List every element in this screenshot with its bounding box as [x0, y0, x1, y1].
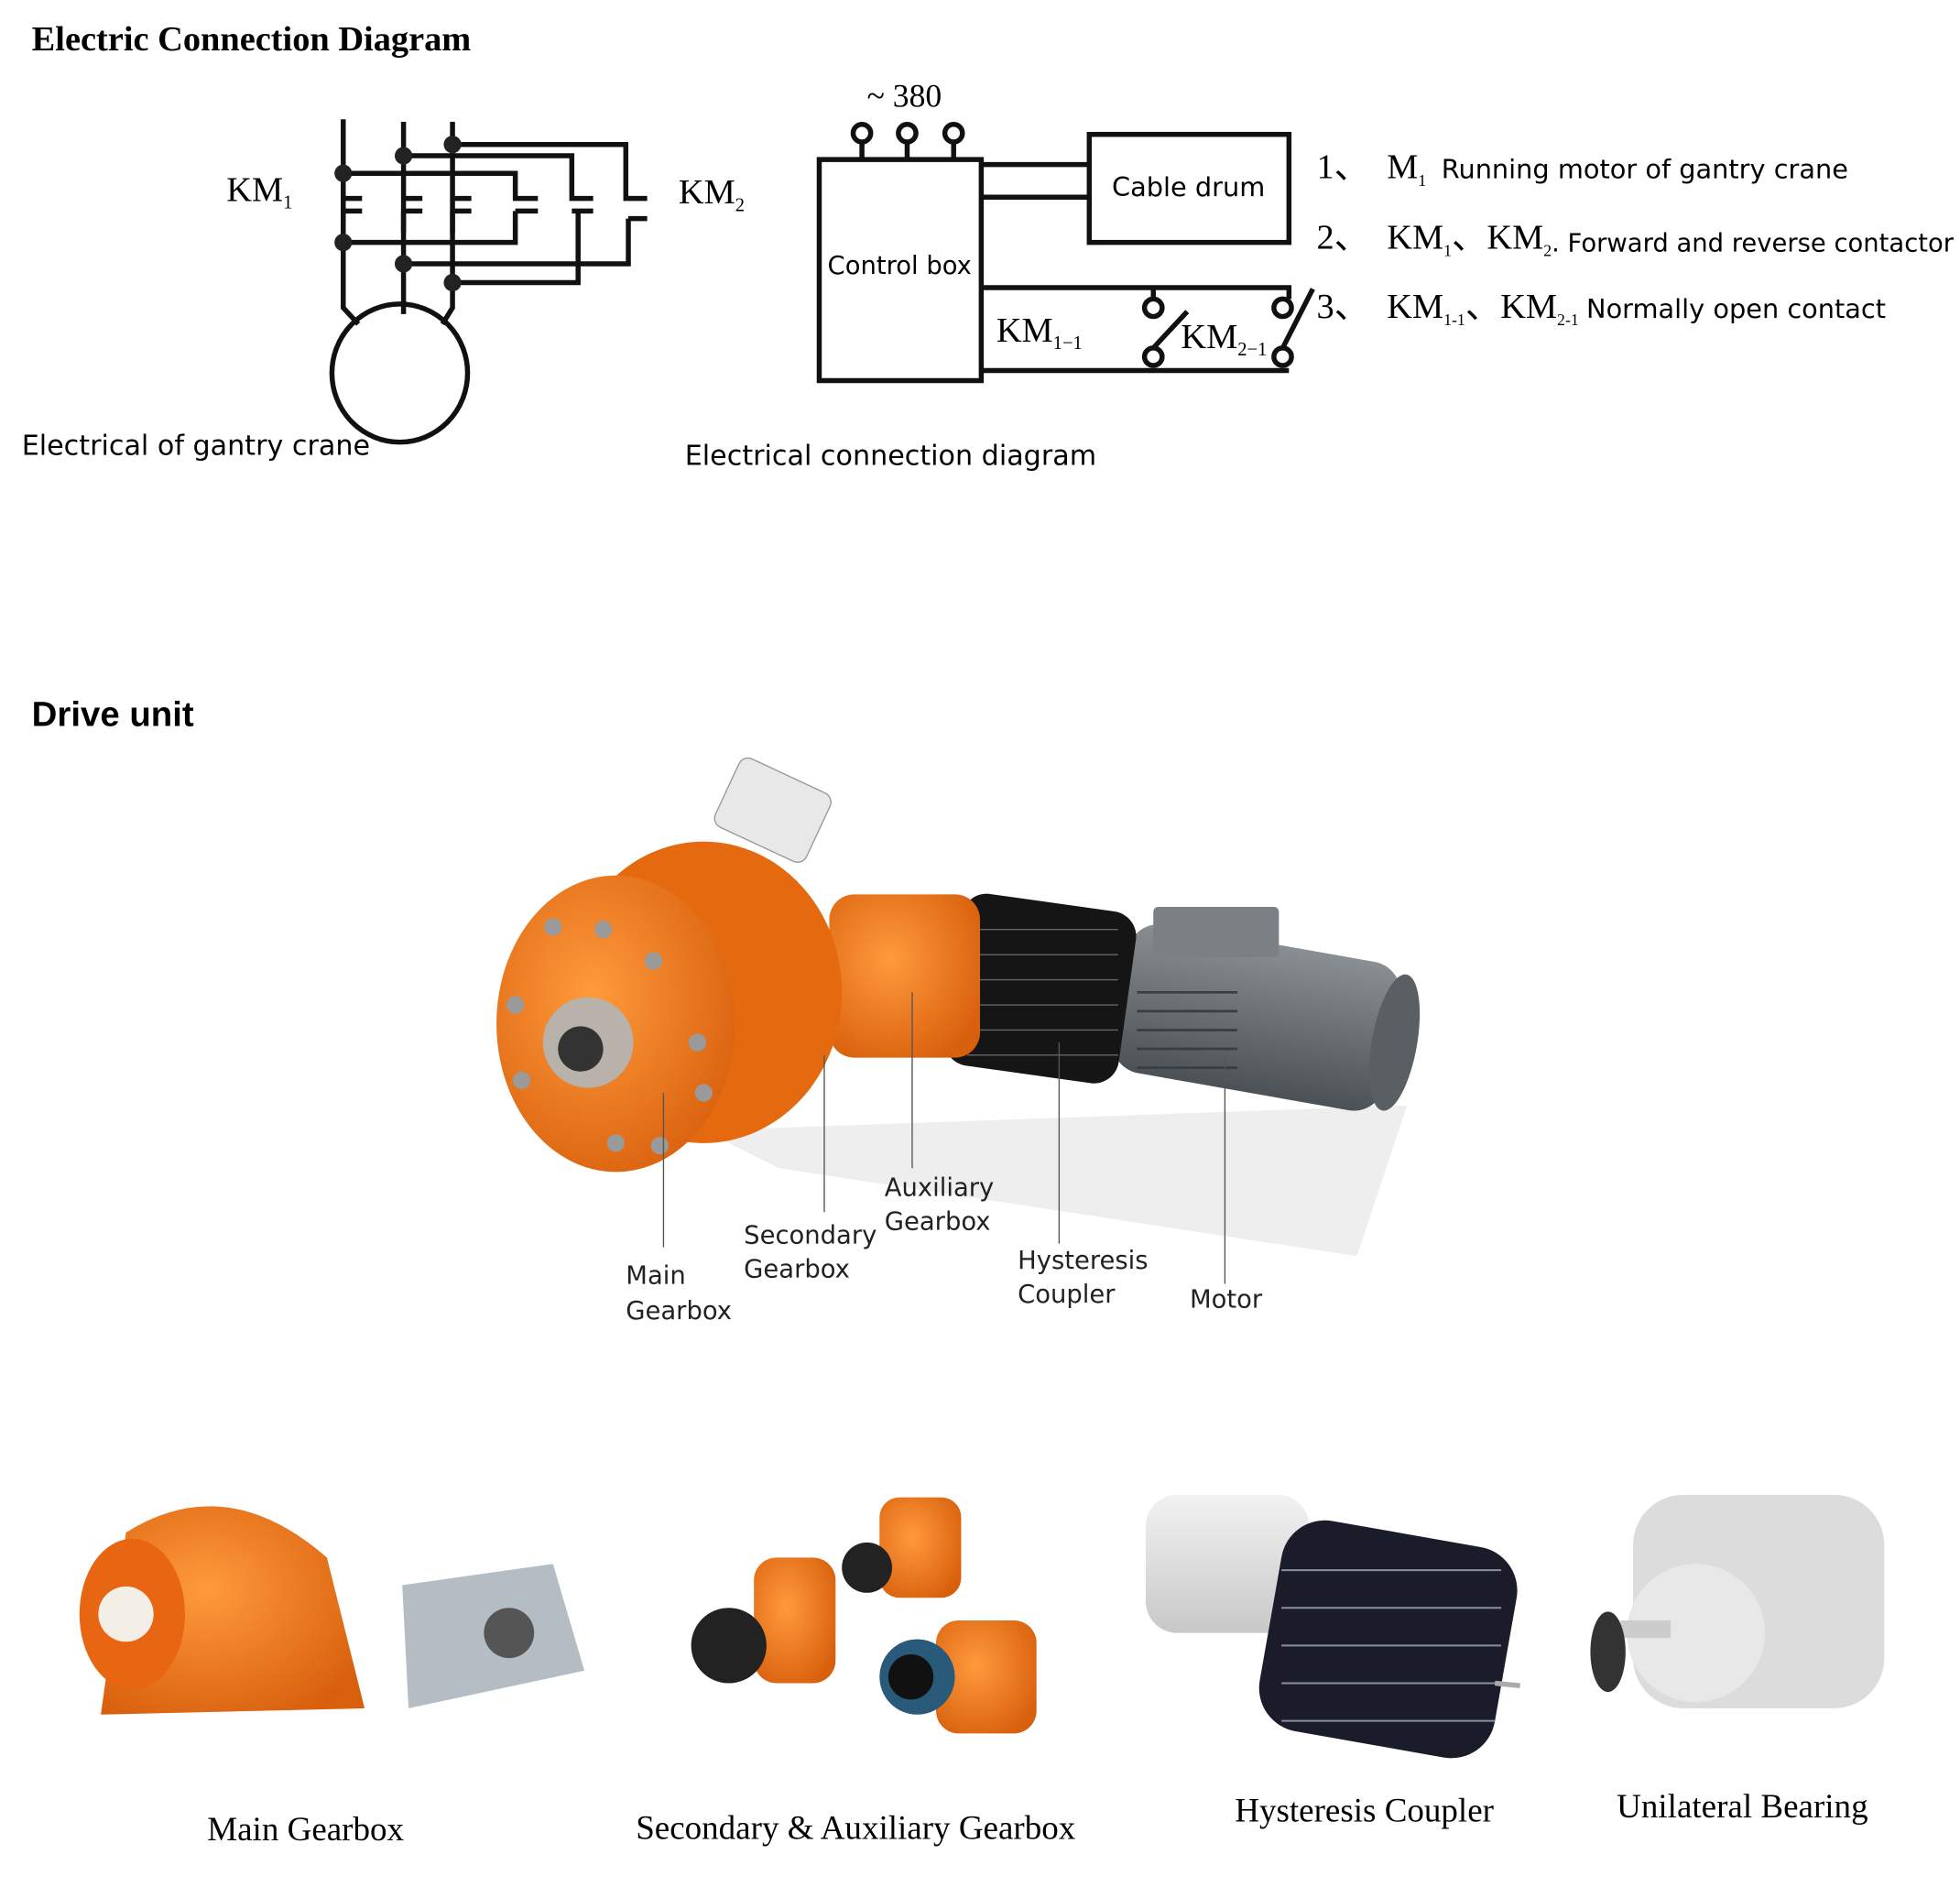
product-secondary-auxiliary-gearbox: Secondary & Auxiliary Gearbox: [636, 1497, 1076, 1848]
connection-diagram: ~ 380 Control box Cable drum KM1−1 KM2−1…: [685, 78, 1315, 472]
cable-drum-label: Cable drum: [1112, 171, 1265, 202]
drive-unit-image: [496, 757, 1421, 1257]
voltage-label: ~ 380: [867, 78, 942, 115]
caption-secondary-auxiliary-gearbox: Secondary & Auxiliary Gearbox: [636, 1810, 1076, 1848]
caption-unilateral-bearing: Unilateral Bearing: [1617, 1788, 1867, 1826]
control-box-label: Control box: [828, 252, 972, 280]
product-unilateral-bearing: Unilateral Bearing: [1590, 1494, 1885, 1826]
callout-lines: [662, 992, 1226, 1284]
caption-main-gearbox: Main Gearbox: [207, 1811, 404, 1849]
km2-label: KM2: [679, 173, 745, 215]
connection-caption: Electrical connection diagram: [685, 440, 1096, 472]
caption-hysteresis-coupler: Hysteresis Coupler: [1235, 1792, 1494, 1829]
label-motor: Motor: [1190, 1285, 1263, 1314]
km21-label: KM2−1: [1181, 318, 1267, 360]
gantry-crane-circuit: KM1 KM2 Electrical of gantry crane: [22, 119, 745, 462]
product-hysteresis-coupler: Hysteresis Coupler: [1146, 1494, 1520, 1829]
section-title-electric: Electric Connection Diagram: [32, 20, 472, 59]
power-terminals: [850, 122, 965, 160]
legend-item-2: 2、KM1、KM2. Forward and reverse contactor: [1317, 219, 1955, 260]
section-title-drive: Drive unit: [32, 695, 194, 735]
cable-drum-box: [1086, 131, 1292, 245]
km11-label: KM1−1: [996, 311, 1083, 354]
gantry-caption: Electrical of gantry crane: [22, 430, 370, 462]
km1-label: KM1: [226, 170, 292, 213]
control-box: [816, 157, 985, 384]
product-main-gearbox: Main Gearbox: [79, 1506, 585, 1849]
